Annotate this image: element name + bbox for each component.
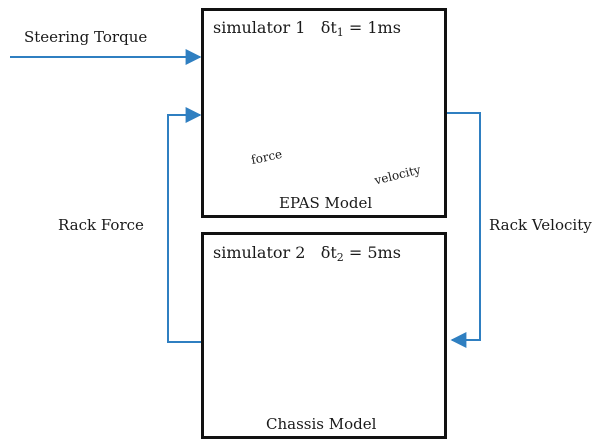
- sim2-delta-sub: 2: [336, 251, 344, 264]
- sim1-delta-sub: 1: [336, 26, 344, 39]
- rack-force-arrow: [167, 107, 227, 343]
- sim1-name: simulator 1: [213, 18, 306, 37]
- sim1-title: simulator 1 δt1 = 1ms: [213, 18, 401, 39]
- sim2-name: simulator 2: [213, 243, 306, 262]
- steering-torque-label: Steering Torque: [24, 28, 148, 46]
- sim2-delta-value: = 5ms: [348, 243, 401, 262]
- rack-force-label: Rack Force: [58, 216, 144, 234]
- rack-velocity-label: Rack Velocity: [489, 216, 592, 234]
- epas-model-caption: EPAS Model: [279, 194, 373, 212]
- sim2-delta: δt: [320, 243, 337, 262]
- chassis-model-caption: Chassis Model: [266, 415, 377, 433]
- sim2-title: simulator 2 δt2 = 5ms: [213, 243, 401, 264]
- epas-model-box: [201, 8, 447, 218]
- sim1-delta: δt: [320, 18, 337, 37]
- sim1-delta-value: = 1ms: [348, 18, 401, 37]
- rack-velocity-arrow: [447, 112, 481, 348]
- chassis-model-box: [201, 232, 447, 439]
